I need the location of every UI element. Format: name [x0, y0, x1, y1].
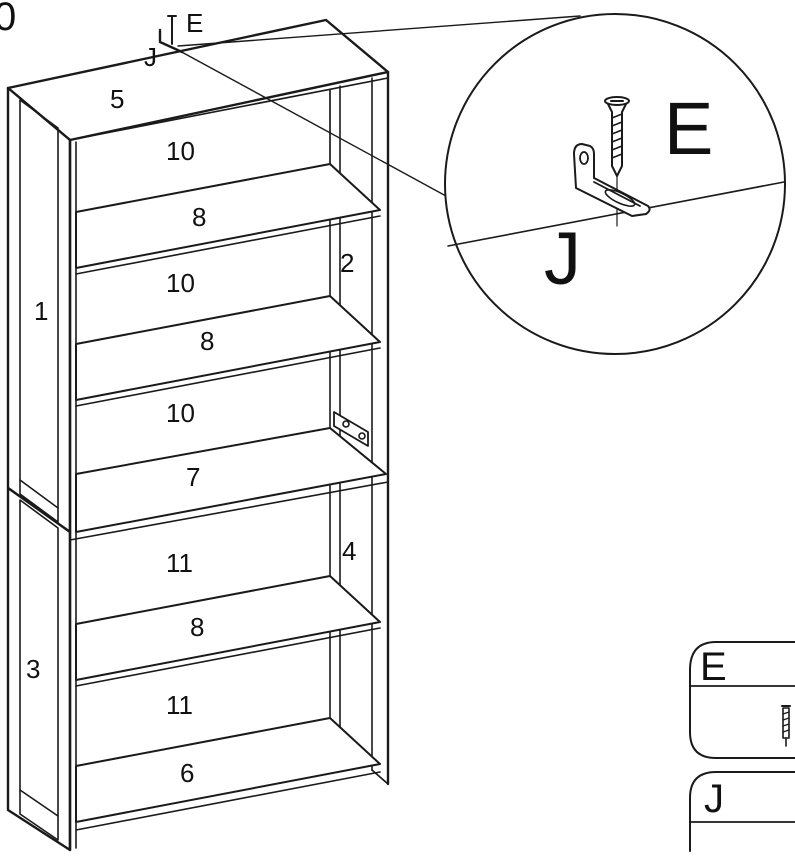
big-label-e: E — [664, 87, 713, 170]
panel-label-shelf-1: 8 — [192, 202, 206, 232]
top-panel — [6, 18, 390, 142]
panel-label-side-left-upper: 1 — [34, 296, 48, 326]
shelf-2 — [75, 295, 381, 401]
zoom-line-bottom — [177, 49, 447, 197]
hardware-parts-list: E J — [689, 641, 795, 852]
panel-label-back-2: 10 — [166, 268, 195, 298]
bookcase: 5 10 8 2 10 1 8 10 7 4 11 8 3 11 6 — [6, 18, 390, 852]
parts-box-j: J — [689, 771, 795, 852]
panel-label-side-left-lower: 3 — [26, 654, 40, 684]
big-label-j: J — [544, 217, 581, 300]
panel-label-top: 5 — [110, 84, 124, 114]
panel-label-side-right-lower: 4 — [342, 536, 356, 566]
small-label-j: J — [144, 42, 157, 72]
panel-label-shelf-4: 8 — [190, 612, 204, 642]
shelf-3 — [75, 427, 387, 533]
shelf-1 — [75, 163, 381, 269]
small-label-e: E — [186, 8, 203, 38]
panel-label-back-3: 10 — [166, 398, 195, 428]
panel-label-back-1: 10 — [166, 136, 195, 166]
connector-bracket — [333, 411, 369, 447]
zoom-line-top — [177, 15, 581, 47]
panel-label-back-4: 11 — [166, 548, 193, 578]
magnified-detail-circle: E J — [444, 13, 786, 355]
bottom-panel — [75, 717, 381, 823]
l-bracket-icon — [573, 143, 651, 217]
panel-label-shelf-2: 8 — [200, 326, 214, 356]
parts-box-e: E — [689, 641, 795, 759]
panel-label-side-right-upper: 2 — [340, 248, 354, 278]
shelf-4 — [75, 575, 381, 681]
panel-label-bottom: 6 — [180, 758, 194, 788]
screw-icon — [781, 705, 791, 747]
parts-label-e: E — [700, 645, 727, 689]
panel-label-back-5: 11 — [166, 690, 193, 720]
step-number: 0 — [0, 0, 16, 39]
small-hardware-callout: E J — [144, 8, 203, 72]
panel-label-shelf-3: 7 — [186, 462, 200, 492]
parts-label-j: J — [704, 777, 724, 821]
screw-icon — [604, 96, 630, 227]
